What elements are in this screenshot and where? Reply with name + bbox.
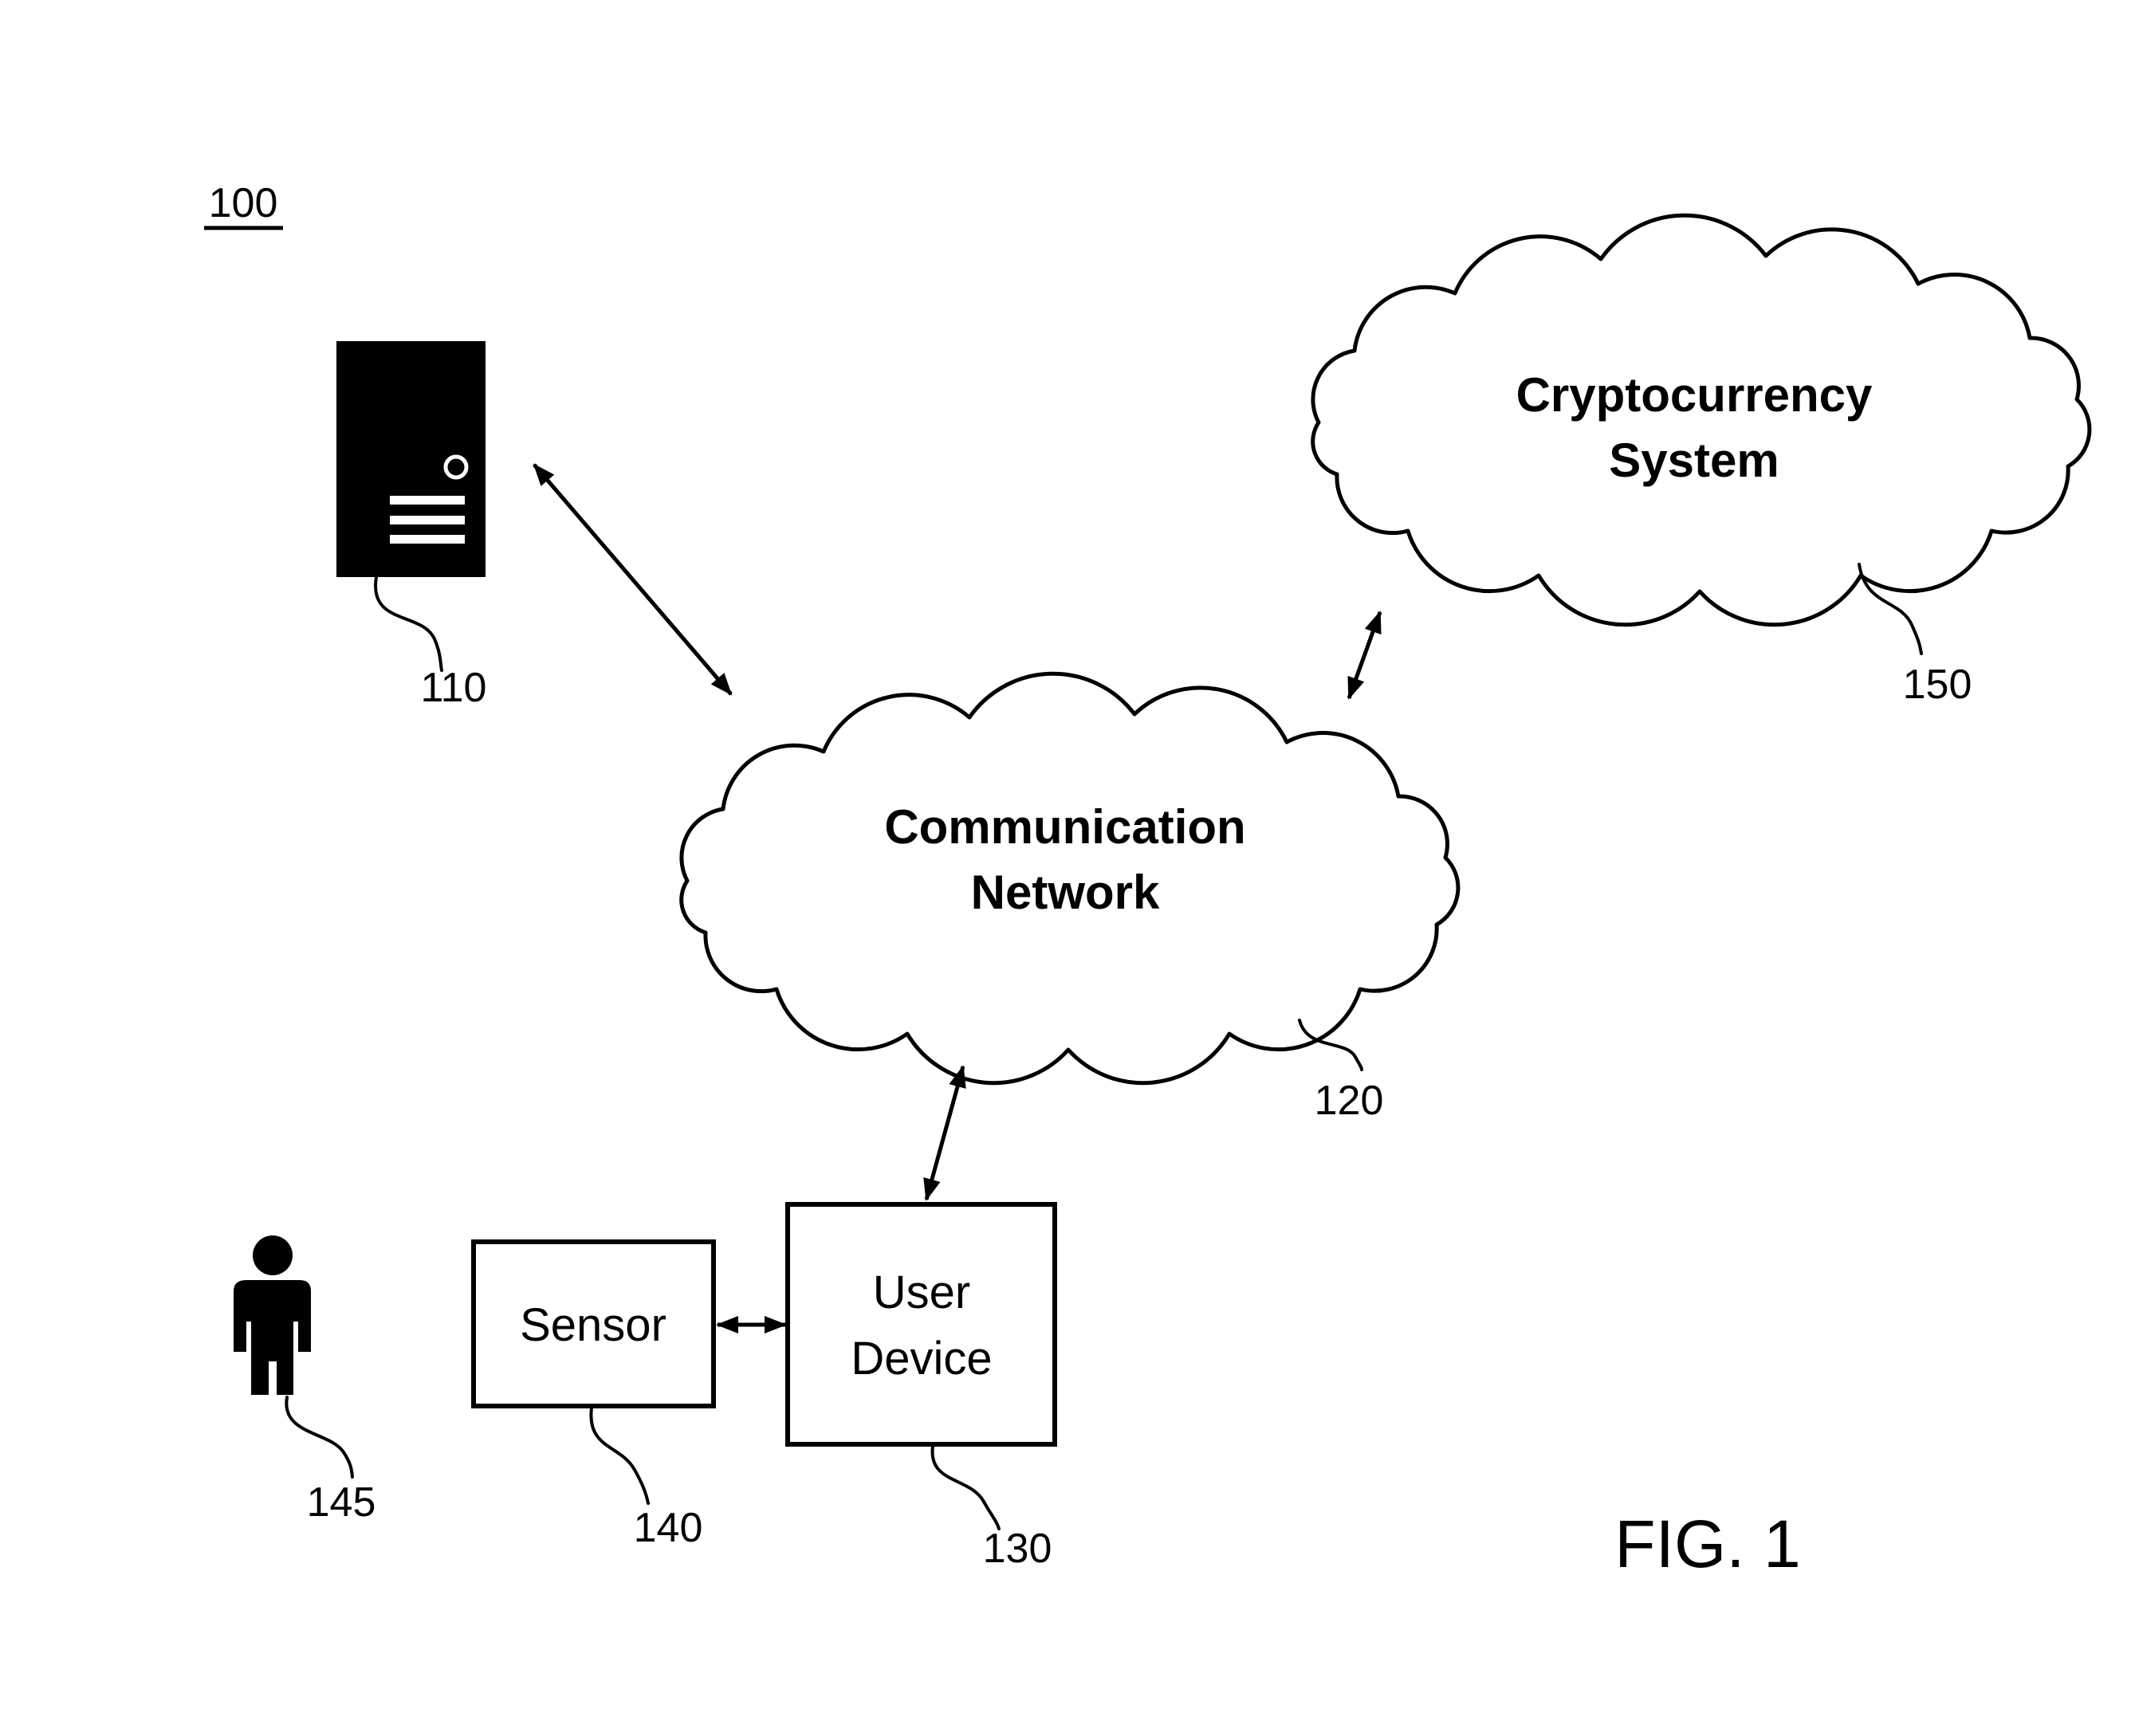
- sensor-label: Sensor: [520, 1299, 666, 1351]
- server-vent-slot: [390, 535, 465, 544]
- person-icon: [234, 1235, 311, 1395]
- arrow-network-userdevice: [923, 1065, 966, 1201]
- sensor-box: Sensor: [471, 1239, 716, 1408]
- arrow-crypto-network: [1347, 611, 1382, 700]
- communication-network-cloud: Communication Network: [679, 671, 1461, 1086]
- leader-line-120: [1298, 1019, 1363, 1071]
- leader-line-150: [1858, 563, 1923, 655]
- communication-label-line2: Network: [971, 866, 1160, 919]
- server-vent-slot: [390, 516, 465, 524]
- ref-120: 120: [1315, 1078, 1384, 1124]
- ref-110: 110: [421, 665, 487, 711]
- cryptocurrency-label-line2: System: [1609, 434, 1779, 487]
- leader-line-145: [285, 1396, 354, 1479]
- figure-caption: FIG. 1: [1614, 1506, 1800, 1581]
- person-body: [234, 1280, 311, 1395]
- user-device-label-line1: User: [873, 1267, 970, 1318]
- user-device-box: User Device: [785, 1202, 1057, 1447]
- communication-cloud-outline: [679, 671, 1461, 1086]
- cryptocurrency-cloud-outline: [1311, 213, 2092, 627]
- ref-140: 140: [634, 1505, 703, 1551]
- server-vent-slot: [390, 496, 465, 505]
- cryptocurrency-label-line1: Cryptocurrency: [1516, 368, 1873, 422]
- arrow-server-network: [533, 463, 733, 696]
- ref-145: 145: [307, 1479, 376, 1526]
- server-icon: [336, 341, 486, 577]
- sensor-box-outline: [471, 1239, 716, 1408]
- leader-line-110: [374, 575, 443, 672]
- user-device-label-line2: Device: [851, 1333, 992, 1384]
- leader-line-140: [589, 1406, 650, 1505]
- leader-line-130: [930, 1444, 1001, 1530]
- cryptocurrency-system-cloud: Cryptocurrency System: [1311, 213, 2092, 627]
- ref-150: 150: [1903, 662, 1972, 708]
- person-head: [253, 1235, 293, 1275]
- communication-label-line1: Communication: [884, 800, 1245, 854]
- user-device-box-outline: [785, 1202, 1057, 1447]
- figure-reference-number: 100: [209, 180, 278, 226]
- ref-130: 130: [983, 1526, 1052, 1572]
- server-power-light: [443, 454, 469, 480]
